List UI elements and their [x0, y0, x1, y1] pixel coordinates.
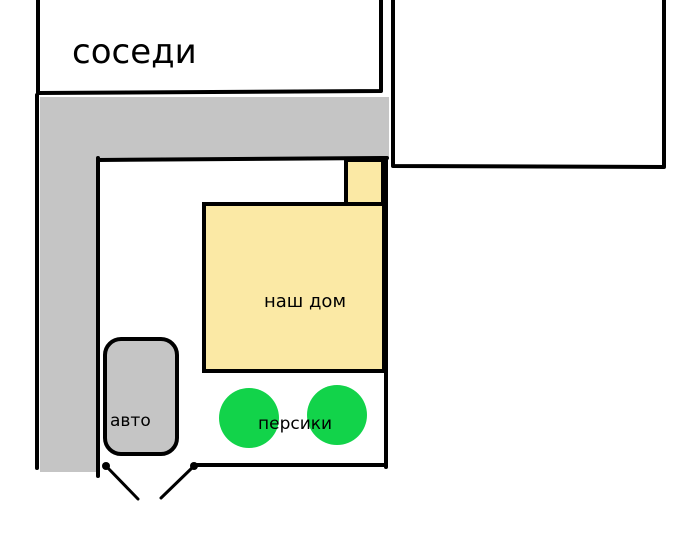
house-label: наш дом — [264, 291, 346, 312]
neighbors-building-right-outline — [391, 0, 666, 169]
neighbors-building-outline — [36, 0, 383, 95]
house — [202, 202, 386, 373]
neighbors-label: соседи — [72, 32, 197, 72]
road — [36, 97, 389, 472]
peach-tree-left — [219, 388, 279, 448]
car — [103, 337, 179, 456]
peach-tree-right — [307, 385, 367, 445]
gate-leaf-right — [159, 464, 196, 500]
gate-leaf-left — [104, 464, 140, 501]
car-label: авто — [110, 411, 151, 431]
house-annex — [344, 158, 385, 206]
peaches-label: персики — [258, 414, 332, 434]
plot-fence-top — [96, 156, 389, 162]
